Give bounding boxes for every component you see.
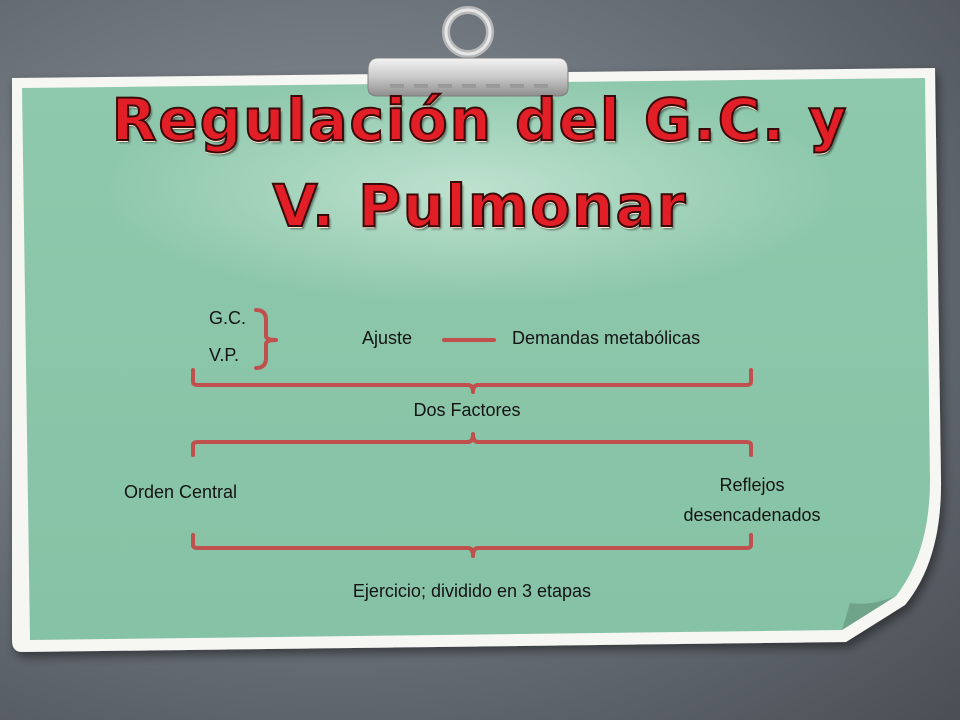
slide-title-line-1: Regulación del G.C. y <box>111 85 849 155</box>
paper-clip-icon <box>367 6 569 97</box>
reflejos-label-line-2: desencadenados <box>683 505 821 525</box>
upper-brace <box>191 368 753 394</box>
middle-brace <box>191 432 753 457</box>
gc-vp-brace <box>254 308 278 370</box>
slide-title-line-2: V. Pulmonar <box>272 171 688 241</box>
vp-label: V.P. <box>209 345 240 365</box>
ajuste-label: Ajuste <box>362 328 413 348</box>
note-paper <box>12 68 942 652</box>
dos-factores-label: Dos Factores <box>413 400 521 420</box>
orden-central-label: Orden Central <box>124 482 238 502</box>
demandas-metabolicas-label: Demandas metabólicas <box>512 328 701 348</box>
ejercicio-label: Ejercicio; dividido en 3 etapas <box>352 581 592 601</box>
gc-label: G.C. <box>209 308 247 328</box>
lower-brace <box>191 533 753 558</box>
reflejos-label-line-1: Reflejos <box>719 475 785 495</box>
